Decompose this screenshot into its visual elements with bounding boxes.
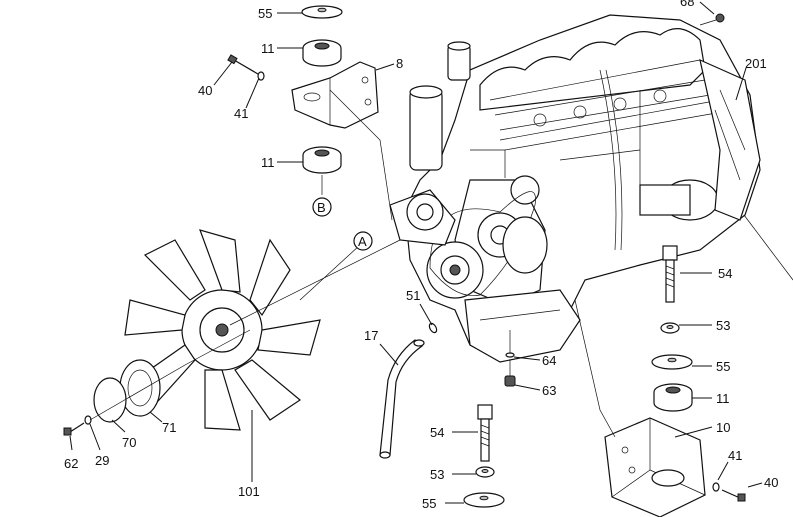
callout-17: 17 bbox=[364, 328, 378, 343]
fan-assembly bbox=[63, 229, 401, 436]
callout-71: 71 bbox=[162, 420, 176, 435]
hose-and-plugs bbox=[379, 322, 516, 459]
callout-54-bottom: 54 bbox=[430, 425, 444, 440]
top-mount-assembly bbox=[227, 5, 393, 221]
callout-53-bottom: 53 bbox=[430, 467, 444, 482]
detail-ref-A-circle bbox=[353, 231, 373, 251]
callout-11-top: 11 bbox=[261, 41, 275, 56]
callout-51: 51 bbox=[406, 288, 420, 303]
callout-11-right: 11 bbox=[716, 391, 730, 406]
leader-lines bbox=[69, 1, 763, 504]
callout-41-bottom: 41 bbox=[728, 448, 742, 463]
engine-assembly bbox=[389, 13, 761, 363]
callout-55-top: 55 bbox=[258, 6, 272, 21]
callout-8: 8 bbox=[396, 56, 403, 71]
callout-101: 101 bbox=[238, 484, 260, 499]
callout-41-top: 41 bbox=[234, 106, 248, 121]
callout-63: 63 bbox=[542, 383, 556, 398]
detail-ref-A: A bbox=[358, 234, 367, 249]
callout-10: 10 bbox=[716, 420, 730, 435]
callout-40-top: 40 bbox=[198, 83, 212, 98]
callout-53-right: 53 bbox=[716, 318, 730, 333]
lower-right-mount-stack bbox=[574, 214, 793, 517]
callout-54-right: 54 bbox=[718, 266, 732, 281]
callout-11-mid: 11 bbox=[261, 155, 275, 170]
callout-64: 64 bbox=[542, 353, 556, 368]
callout-55-bottom: 55 bbox=[422, 496, 436, 511]
lower-left-mount-stack bbox=[463, 404, 505, 508]
callout-68: 68 bbox=[680, 0, 694, 9]
detail-ref-B-circle bbox=[312, 197, 332, 217]
callout-55-right: 55 bbox=[716, 359, 730, 374]
callout-62: 62 bbox=[64, 456, 78, 471]
detail-ref-B: B bbox=[317, 200, 326, 215]
callout-70: 70 bbox=[122, 435, 136, 450]
callout-29: 29 bbox=[95, 453, 109, 468]
callout-labels: 55 11 8 40 41 11 B A 68 201 54 53 55 11 … bbox=[64, 0, 778, 511]
callout-201: 201 bbox=[745, 56, 767, 71]
callout-40-bottom: 40 bbox=[764, 475, 778, 490]
